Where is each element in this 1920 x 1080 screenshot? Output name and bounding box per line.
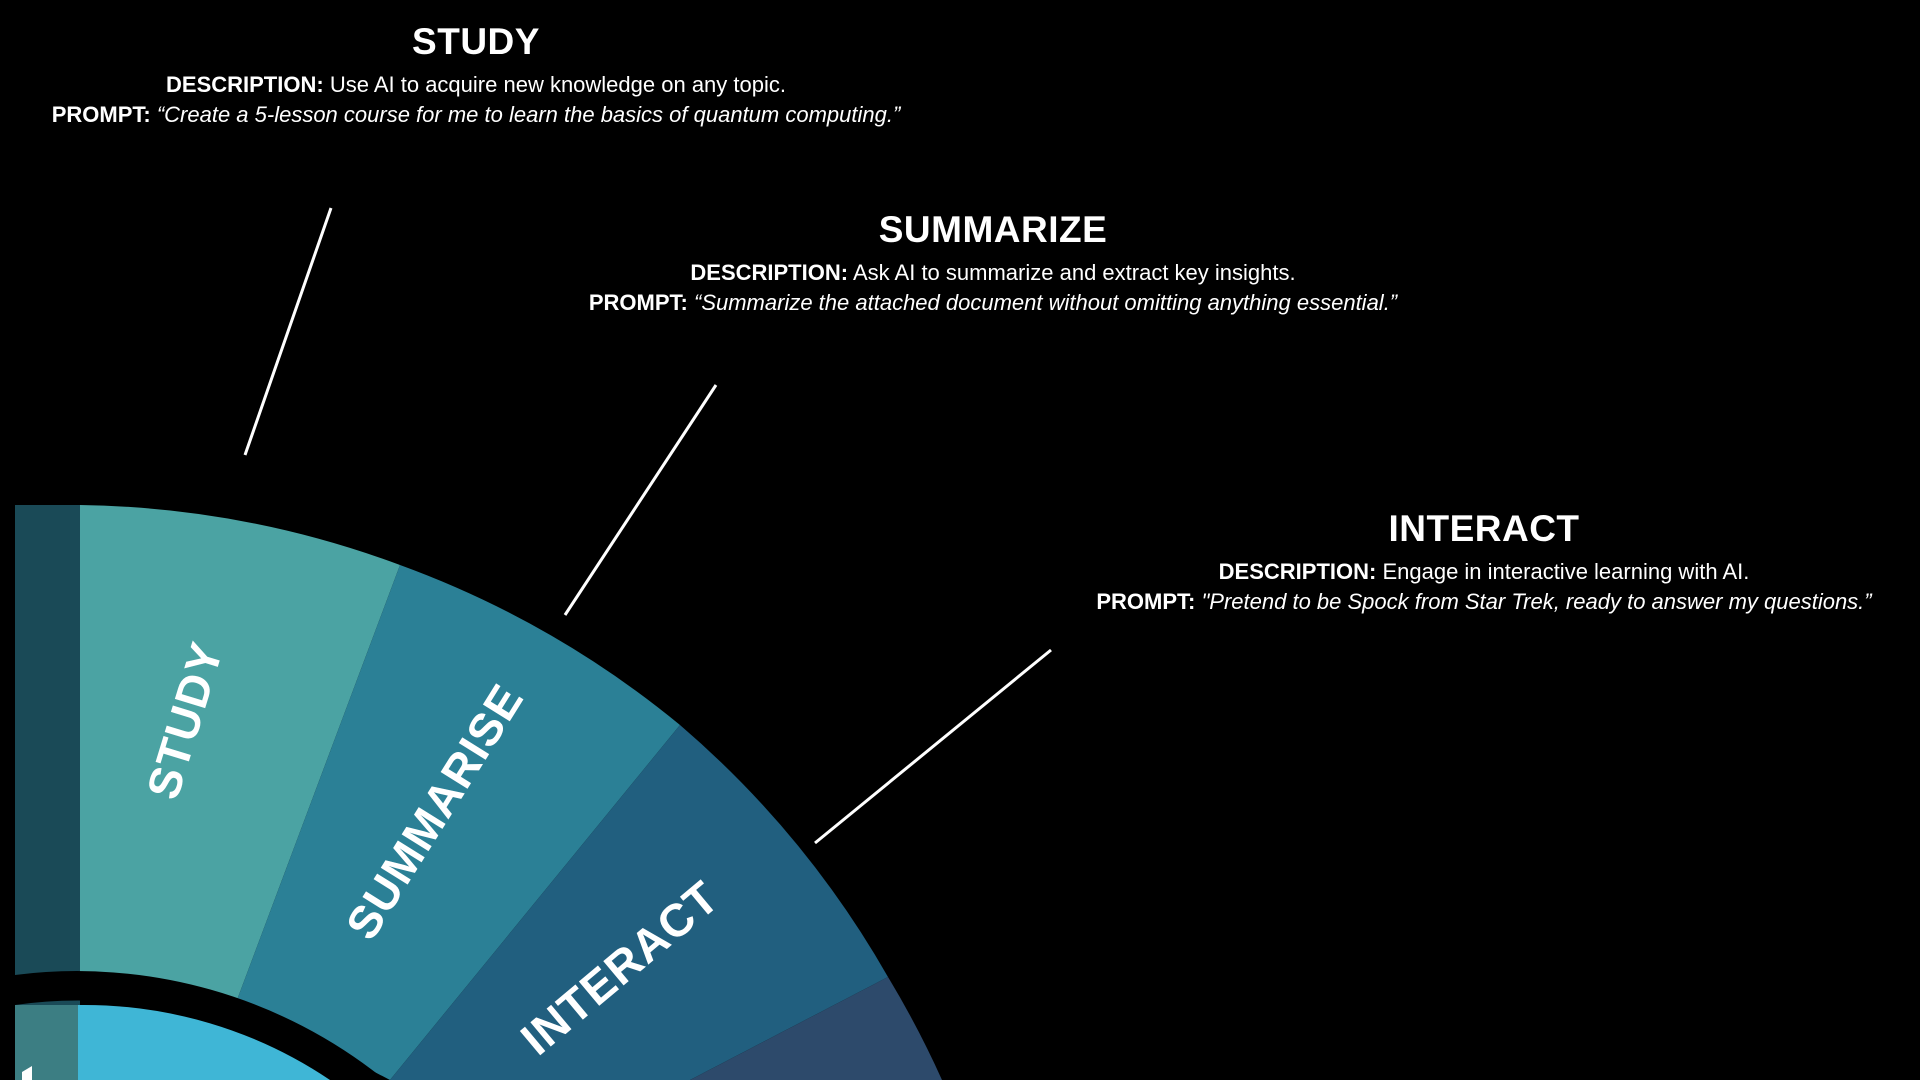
wheel-segment-next — [690, 977, 942, 1080]
wheel-inner-edge — [15, 1005, 78, 1080]
callout-summarize-prompt-text: “Summarize the attached document without… — [693, 290, 1398, 315]
callout-study-description-text: Use AI to acquire new knowledge on any t… — [329, 72, 786, 97]
callout-summarize: SUMMARIZE DESCRIPTION: Ask AI to summari… — [589, 208, 1397, 318]
callout-summarize-prompt: PROMPT: “Summarize the attached document… — [589, 288, 1397, 318]
wheel-segment-summarise[interactable] — [237, 565, 680, 1080]
callout-interact-prompt-text: "Pretend to be Spock from Star Trek, rea… — [1201, 589, 1872, 614]
callout-summarize-description-label: DESCRIPTION: — [690, 260, 849, 285]
callout-study-description-label: DESCRIPTION: — [166, 72, 324, 97]
wheel-segment-edge — [15, 505, 80, 1080]
callout-study-prompt-text: “Create a 5-lesson course for me to lear… — [156, 102, 901, 127]
callout-interact-title: INTERACT — [1388, 508, 1580, 549]
callout-study-description: DESCRIPTION: Use AI to acquire new knowl… — [52, 70, 901, 100]
callout-summarize-description-text: Ask AI to summarize and extract key insi… — [852, 260, 1296, 285]
wheel-inner-ring — [15, 971, 385, 1080]
wheel-segment-interact[interactable] — [390, 725, 888, 1080]
callout-interact: INTERACT DESCRIPTION: Engage in interact… — [1096, 507, 1871, 617]
callout-study-title: STUDY — [412, 21, 540, 62]
connector-line-summarize — [563, 384, 718, 616]
callout-study-prompt-label: PROMPT: — [51, 102, 151, 127]
wheel-segment-study[interactable] — [80, 505, 400, 1000]
connector-line-study — [243, 207, 333, 456]
wheel-inner-edge-mark — [22, 1066, 32, 1080]
callout-summarize-prompt-label: PROMPT: — [588, 290, 688, 315]
callout-summarize-description: DESCRIPTION: Ask AI to summarize and ext… — [589, 258, 1397, 288]
callout-interact-description-text: Engage in interactive learning with AI. — [1382, 559, 1750, 584]
callout-summarize-title: SUMMARIZE — [878, 209, 1108, 250]
callout-study: STUDY DESCRIPTION: Use AI to acquire new… — [52, 20, 901, 130]
callout-interact-description: DESCRIPTION: Engage in interactive learn… — [1096, 557, 1871, 587]
callout-interact-description-label: DESCRIPTION: — [1218, 559, 1377, 584]
callout-interact-prompt-label: PROMPT: — [1096, 589, 1196, 614]
callout-interact-prompt: PROMPT: "Pretend to be Spock from Star T… — [1096, 587, 1871, 617]
connector-line-interact — [814, 648, 1052, 845]
callout-study-prompt: PROMPT: “Create a 5-lesson course for me… — [52, 100, 901, 130]
wheel-inner-disk — [78, 1004, 330, 1080]
